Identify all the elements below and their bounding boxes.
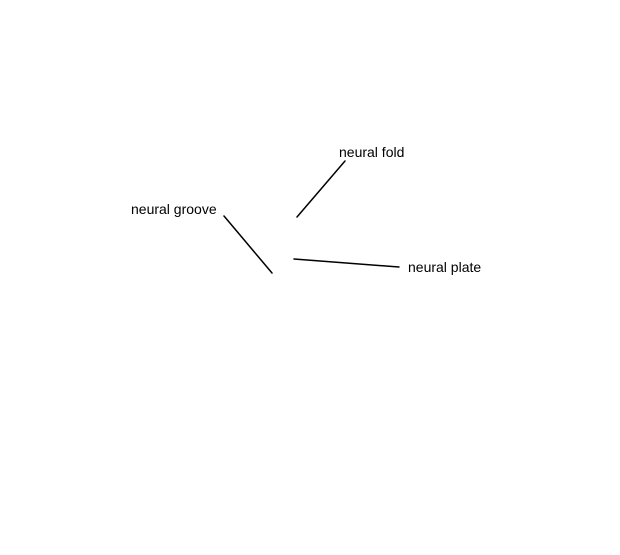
neural-groove-leader-line xyxy=(223,215,273,274)
neural-plate-label: neural plate xyxy=(408,259,482,275)
neural-groove-label: neural groove xyxy=(131,201,217,217)
neural-plate-leader-line xyxy=(293,258,400,268)
neural-fold-leader-line xyxy=(296,160,346,218)
neural-fold-label: neural fold xyxy=(339,144,405,160)
